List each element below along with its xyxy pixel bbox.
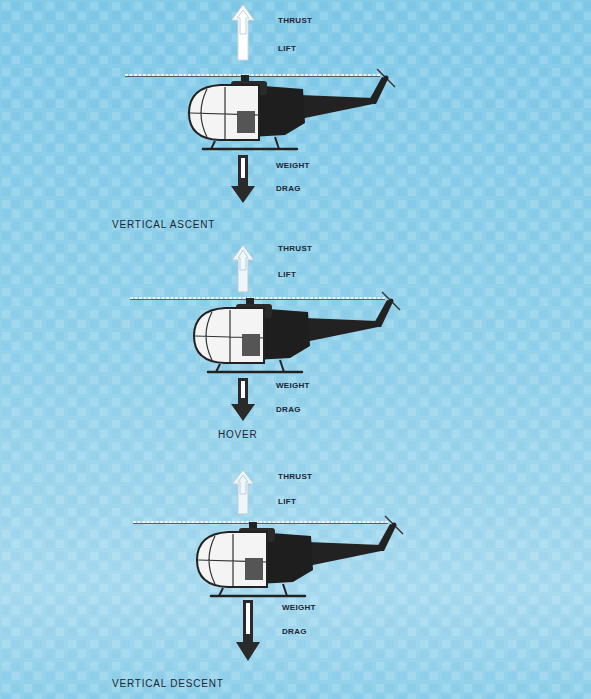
force-label: WEIGHT: [282, 604, 316, 612]
panel-caption: VERTICAL DESCENT: [112, 679, 224, 689]
force-label: WEIGHT: [276, 162, 310, 170]
force-label: DRAG: [276, 406, 301, 414]
force-label: THRUST: [278, 245, 312, 253]
panel-caption: VERTICAL ASCENT: [112, 220, 215, 230]
force-label: DRAG: [276, 185, 301, 193]
force-label: WEIGHT: [276, 382, 310, 390]
force-label: THRUST: [278, 473, 312, 481]
force-label: LIFT: [278, 498, 296, 506]
force-label: LIFT: [278, 45, 296, 53]
panel-caption: HOVER: [218, 430, 258, 440]
force-label: DRAG: [282, 628, 307, 636]
force-label: THRUST: [278, 17, 312, 25]
force-label: LIFT: [278, 271, 296, 279]
